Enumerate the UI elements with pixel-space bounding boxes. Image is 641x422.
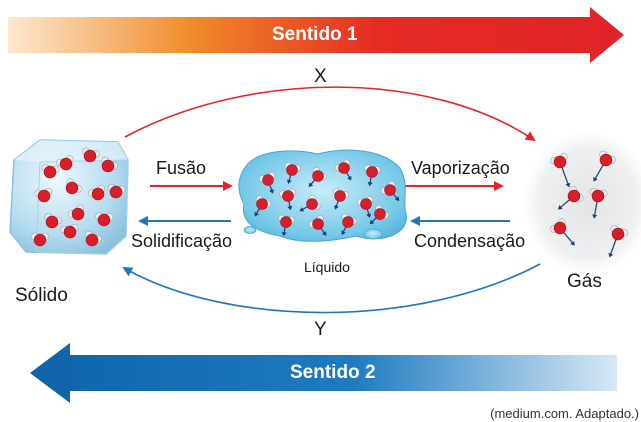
water-molecule <box>334 159 352 181</box>
water-molecule <box>60 224 79 239</box>
water-molecule <box>259 172 275 194</box>
water-molecule <box>34 188 53 203</box>
arc-x-label: X <box>314 66 327 87</box>
water-molecule <box>364 164 381 187</box>
water-molecule <box>557 186 584 210</box>
liquid-puddle <box>238 149 407 242</box>
water-molecule <box>593 150 616 182</box>
water-molecule <box>589 188 608 219</box>
water-molecule <box>299 194 321 212</box>
water-molecule <box>107 184 126 199</box>
fusion-label: Fusão <box>156 158 207 178</box>
water-molecule <box>31 232 49 247</box>
water-molecule <box>84 231 102 247</box>
water-molecule <box>41 164 60 179</box>
water-molecule <box>88 185 106 201</box>
water-molecule <box>357 196 374 219</box>
water-molecule <box>101 156 118 173</box>
sentido-1-label: Sentido 1 <box>272 24 358 45</box>
water-molecule <box>369 205 389 225</box>
sentido-1-arrow <box>8 7 624 63</box>
arc-y <box>122 263 541 314</box>
gas-cloud <box>524 131 641 275</box>
water-molecule <box>279 188 296 211</box>
water-molecule <box>608 225 628 258</box>
sentido-2-arrow <box>30 343 617 403</box>
water-molecule <box>550 218 575 246</box>
water-molecule <box>278 214 295 237</box>
condensation-label: Condensação <box>414 231 526 251</box>
water-molecule <box>550 153 571 188</box>
water-molecule <box>333 188 349 210</box>
arc-x <box>124 86 536 142</box>
vaporization-label: Vaporização <box>411 158 510 178</box>
water-molecule <box>82 147 100 163</box>
gas-state-label: Gás <box>567 271 602 292</box>
solid-state-label: Sólido <box>15 285 68 306</box>
water-molecule <box>308 215 327 236</box>
water-molecule <box>56 155 74 171</box>
solidification-label: Solidificação <box>131 231 233 251</box>
arc-y-label: Y <box>314 319 327 340</box>
water-molecule <box>380 181 400 202</box>
water-molecule <box>341 213 358 236</box>
water-molecule <box>308 167 328 188</box>
water-molecule <box>284 162 301 185</box>
liquid-state-label: Líquido <box>304 259 350 275</box>
source-credit: (medium.com. Adaptado.) <box>490 406 639 421</box>
water-molecule <box>65 178 82 195</box>
water-molecule <box>254 195 272 217</box>
water-molecule <box>44 213 62 229</box>
water-molecule <box>95 212 114 227</box>
sentido-2-label: Sentido 2 <box>290 362 376 383</box>
ice-cube <box>9 139 129 255</box>
water-molecule <box>68 204 85 221</box>
